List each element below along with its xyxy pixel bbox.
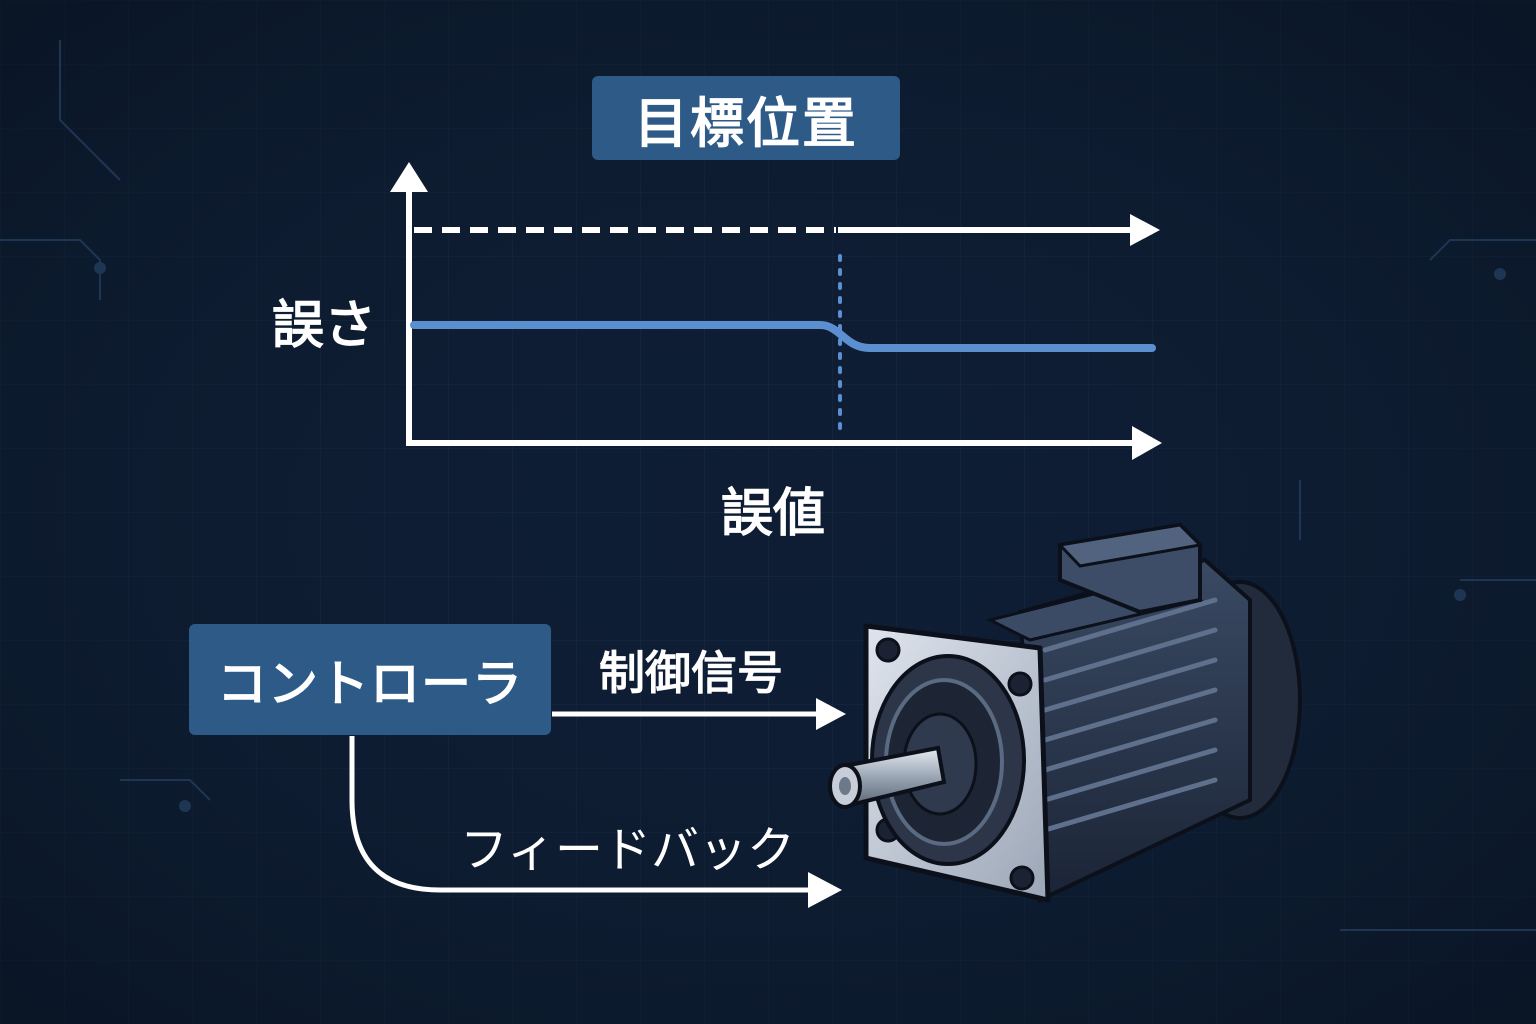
control-signal-arrow — [552, 698, 846, 730]
x-axis-arrow-icon — [1132, 426, 1162, 460]
y-axis-arrow-icon — [390, 162, 428, 192]
control-arrow-icon — [816, 698, 846, 730]
x-axis-label: 誤値 — [721, 484, 826, 544]
circuit-decoration — [0, 40, 1536, 931]
feedback-label: フィードバック — [460, 822, 796, 878]
feedback-arrow — [349, 736, 842, 908]
controller-box: コントローラ — [189, 624, 551, 735]
target-position-label: 目標位置 — [592, 76, 900, 160]
error-curve — [410, 321, 1156, 352]
control-signal-label: 制御信号 — [599, 646, 783, 700]
x-axis — [406, 426, 1162, 460]
feedback-arrow-icon — [808, 872, 842, 908]
target-arrow-icon — [1130, 214, 1160, 246]
y-axis — [390, 162, 428, 446]
y-axis-label: 誤さ — [272, 296, 377, 356]
target-position-line — [414, 214, 1160, 246]
servo-motor-icon — [828, 522, 1302, 904]
